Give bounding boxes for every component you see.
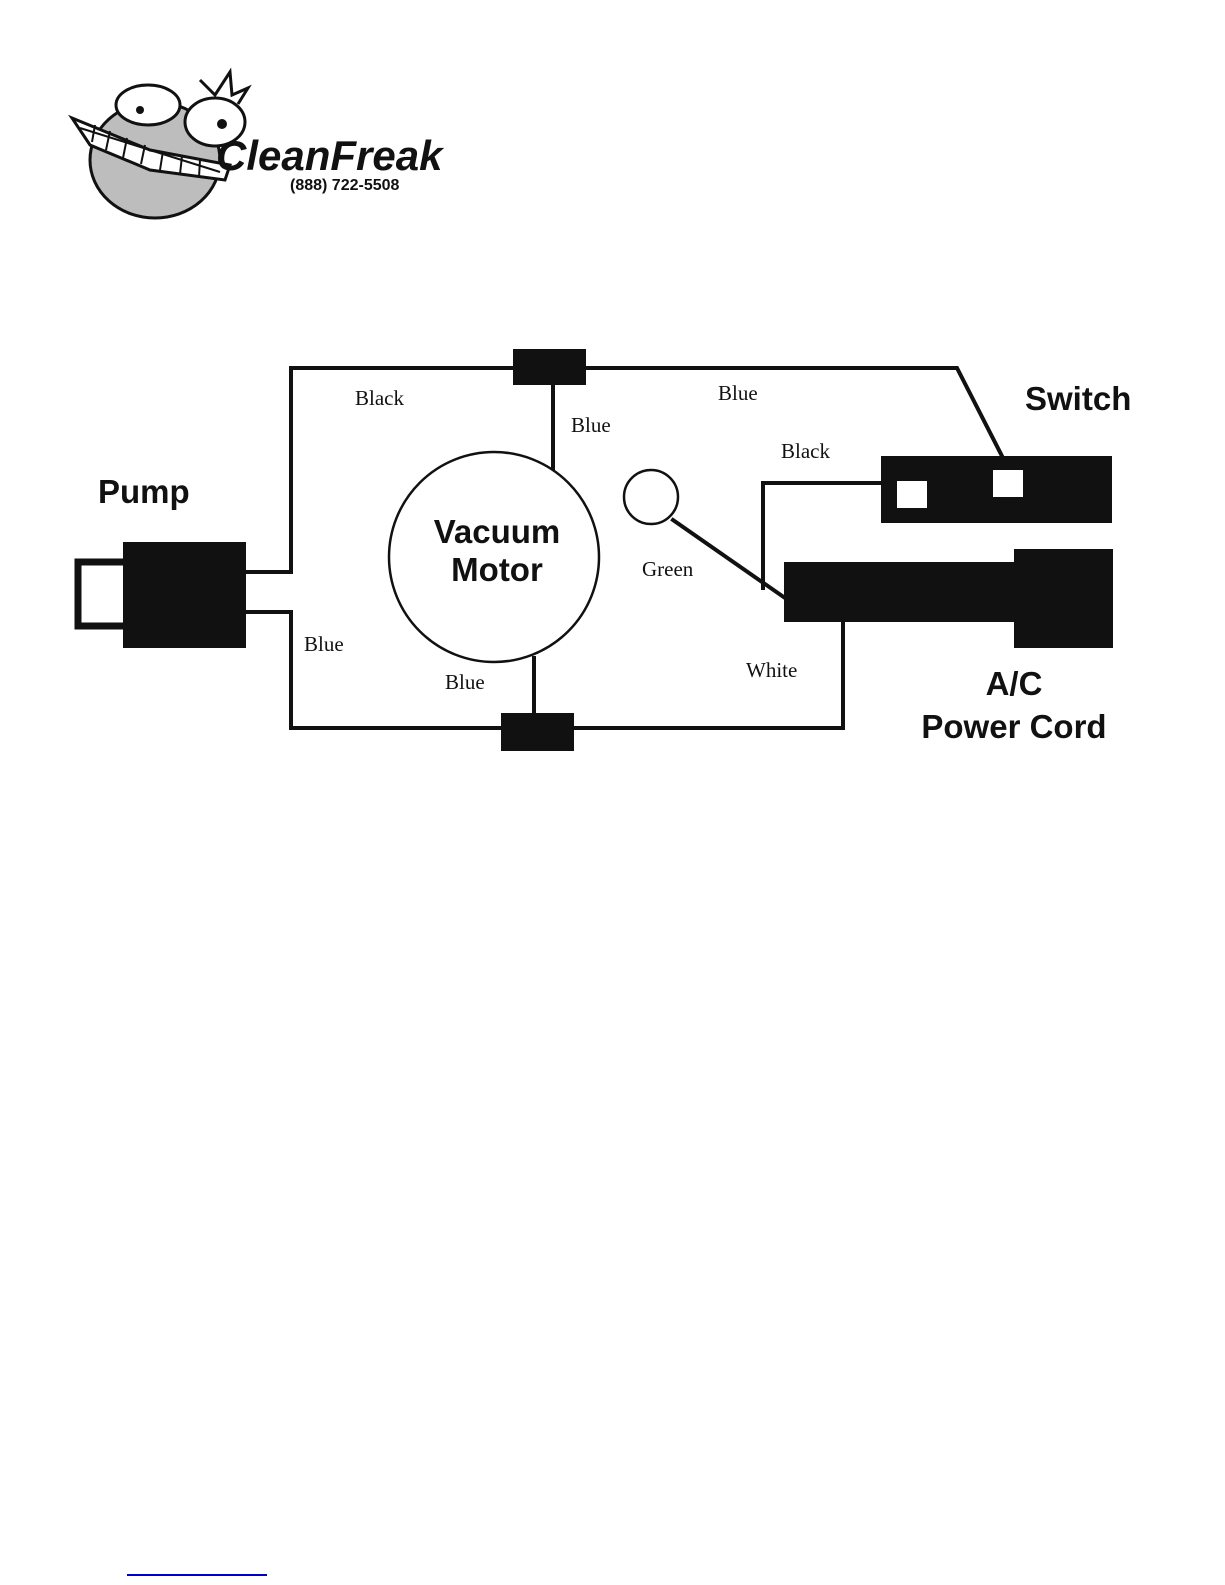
footer-hyperlink-underline[interactable] bbox=[127, 1574, 267, 1576]
wire-label-black-switch: Black bbox=[781, 439, 830, 463]
pump-body-icon bbox=[123, 542, 246, 648]
bottom-connector-block bbox=[501, 713, 574, 751]
wires bbox=[245, 368, 1003, 728]
pump-label: Pump bbox=[98, 473, 190, 510]
wire-label-white-neutral: White bbox=[746, 658, 797, 682]
logo-left-eye-icon bbox=[116, 85, 180, 125]
vacuum-motor-label-line1: Vacuum bbox=[434, 513, 561, 550]
pump-component bbox=[78, 542, 246, 648]
power-cord-component bbox=[784, 549, 1113, 648]
logo-brand-text: CleanFreak bbox=[216, 132, 445, 179]
switch-terminal-right-icon bbox=[993, 470, 1023, 497]
wire-label-blue-left-lower: Blue bbox=[304, 632, 344, 656]
switch-component bbox=[881, 456, 1112, 523]
wire-label-blue-top-right: Blue bbox=[718, 381, 758, 405]
wire-label-blue-motor-bottom: Blue bbox=[445, 670, 485, 694]
power-cord-plug-icon bbox=[1014, 549, 1113, 648]
wire-label-black-top-left: Black bbox=[355, 386, 404, 410]
vacuum-motor-label-line2: Motor bbox=[451, 551, 543, 588]
ground-terminal-icon bbox=[624, 470, 678, 524]
power-cord-label-line2: Power Cord bbox=[921, 708, 1106, 745]
power-cord-label-line1: A/C bbox=[986, 665, 1043, 702]
switch-label: Switch bbox=[1025, 380, 1131, 417]
pump-inlet-icon bbox=[78, 562, 128, 626]
wire-label-blue-motor-top: Blue bbox=[571, 413, 611, 437]
top-connector-block bbox=[513, 349, 586, 385]
cleanfreak-logo: CleanFreak (888) 722-5508 bbox=[72, 72, 445, 218]
wire-white-neutral bbox=[573, 624, 843, 728]
switch-terminal-left-icon bbox=[897, 481, 927, 508]
wire-label-green-ground: Green bbox=[642, 557, 694, 581]
power-cord-body-icon bbox=[784, 562, 1019, 622]
logo-phone-text: (888) 722-5508 bbox=[290, 177, 400, 194]
